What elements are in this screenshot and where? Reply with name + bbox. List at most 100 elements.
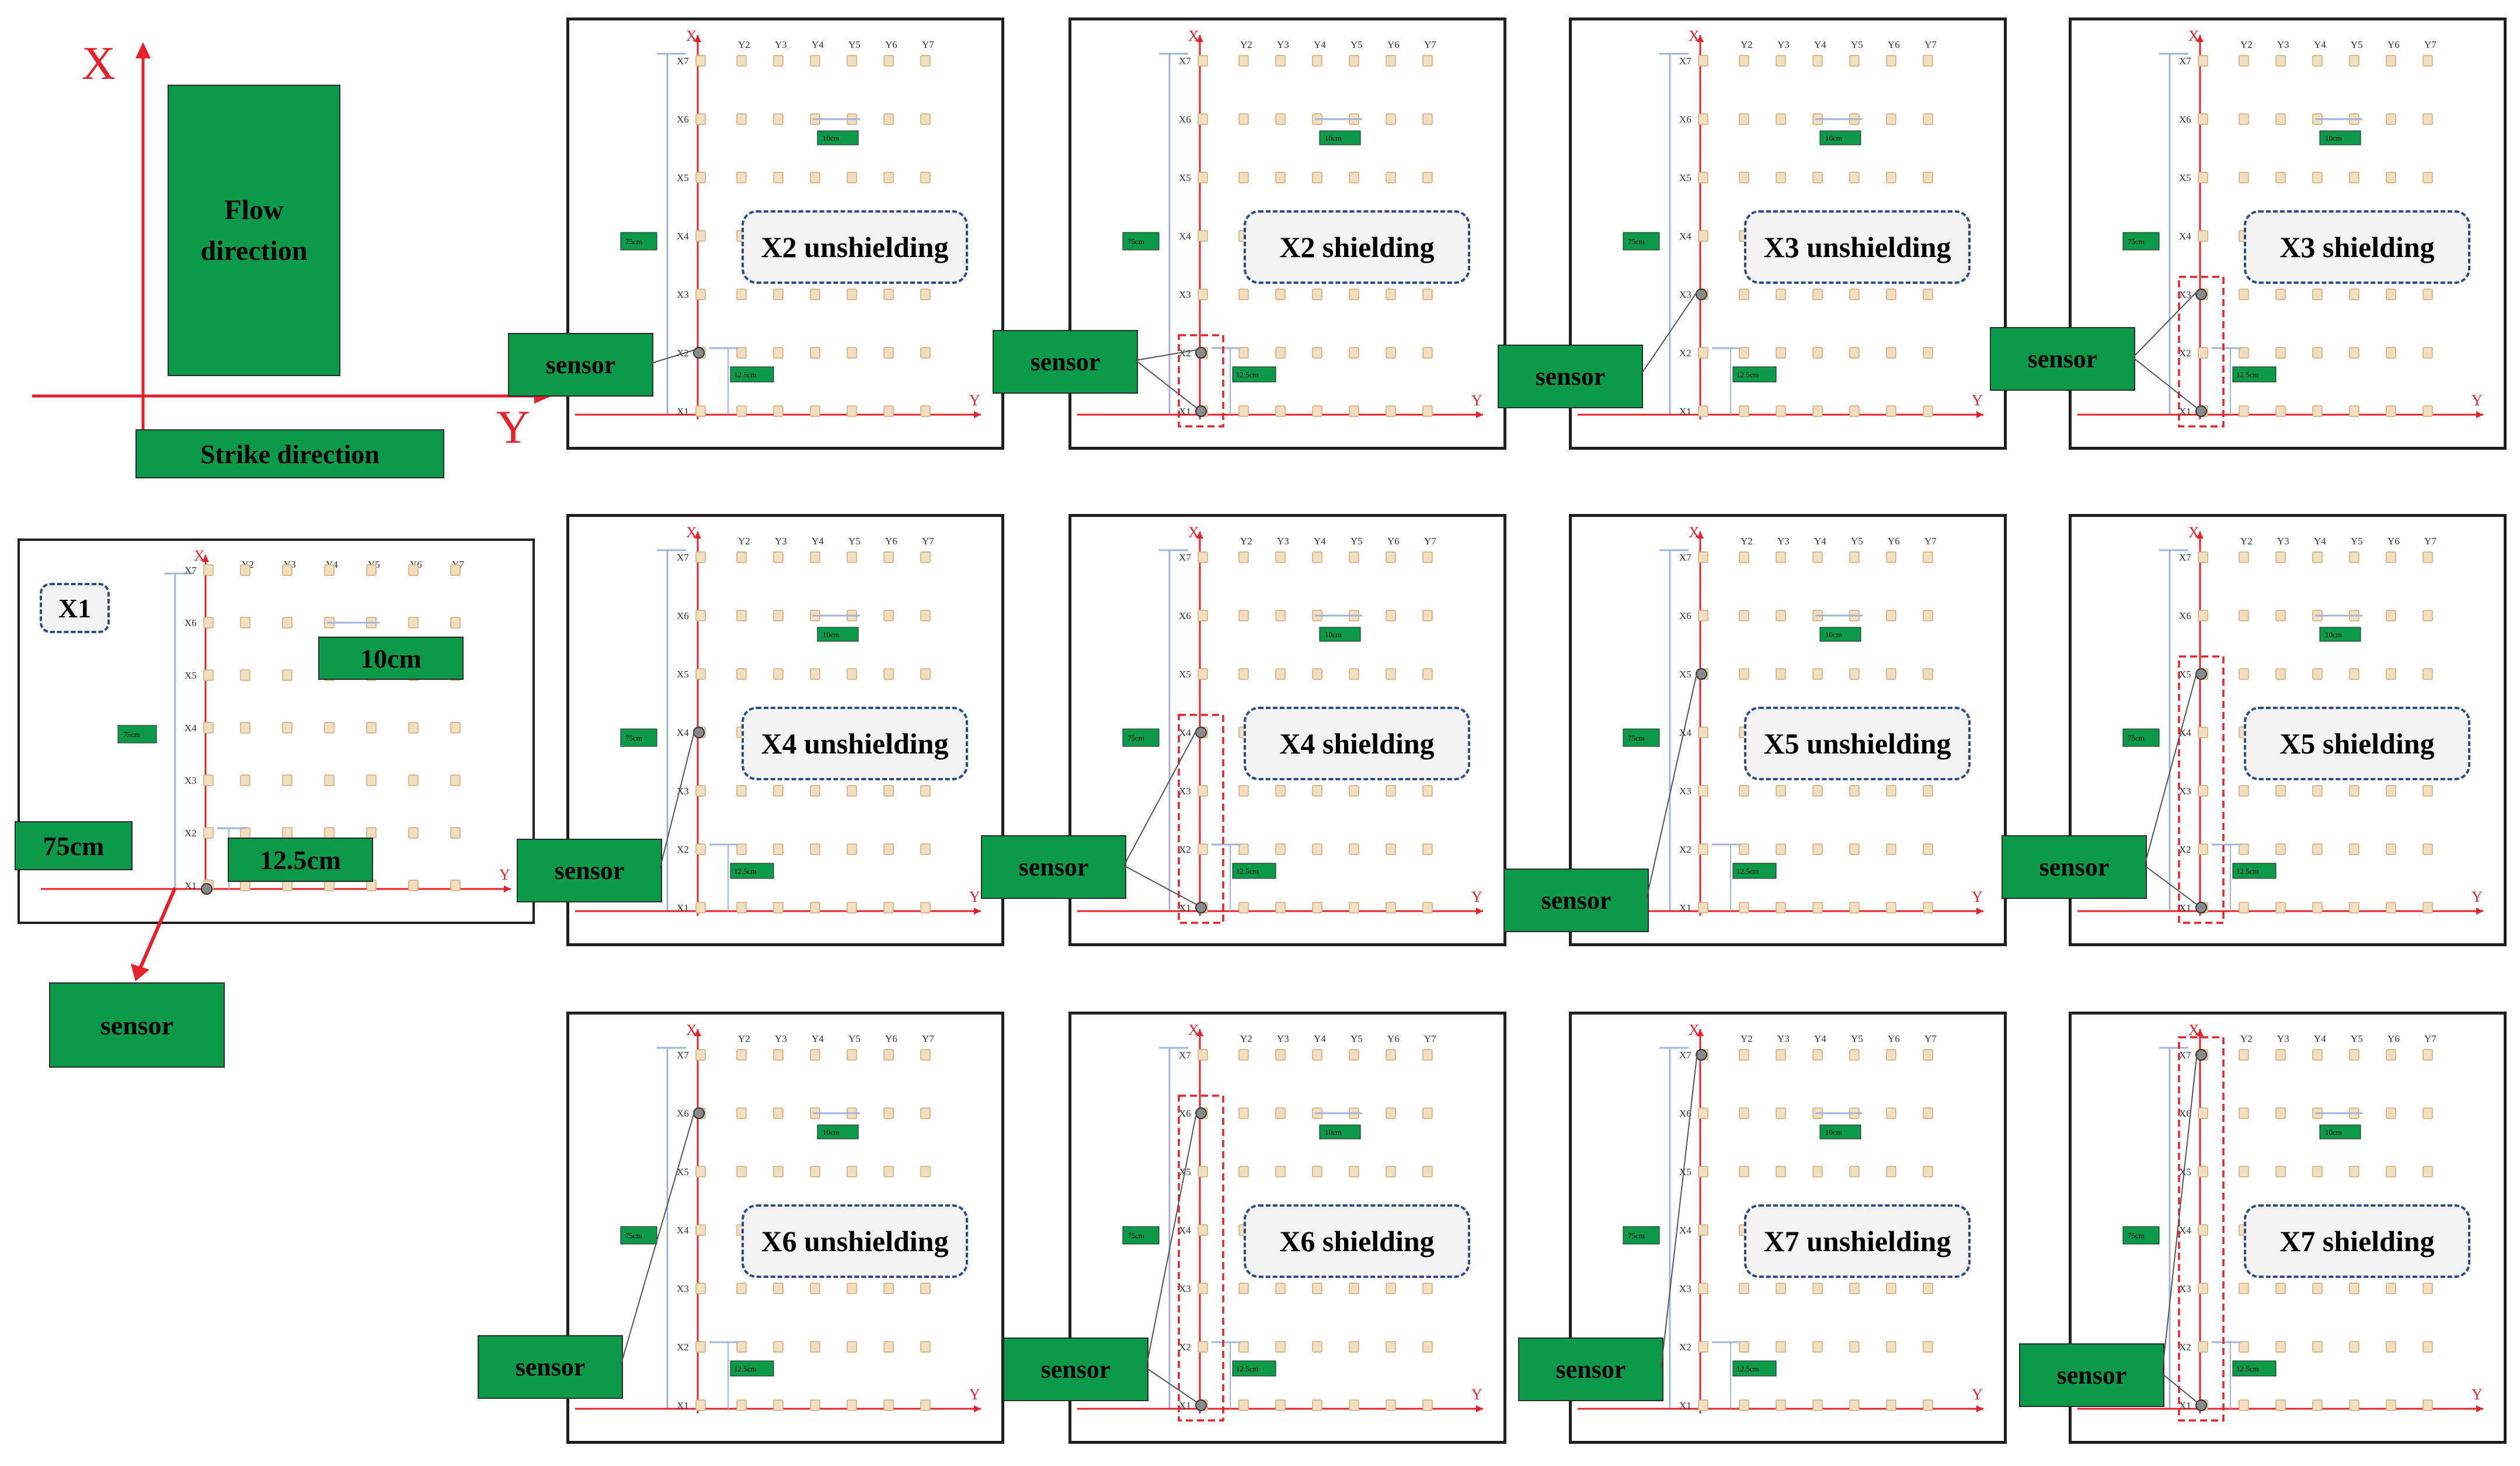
pile-stake (1198, 610, 1208, 621)
row-label: X2 (1179, 1342, 1191, 1353)
pile-stake (2198, 1283, 2208, 1294)
pile-stake (1422, 843, 1433, 855)
pile-stake (1198, 113, 1208, 125)
pile-stake (1198, 843, 1208, 855)
grid-y-label: Y (1471, 392, 1482, 409)
pile-stake (883, 113, 894, 125)
pile-stake (883, 55, 894, 67)
grid-y-label: Y (1471, 1386, 1482, 1403)
panel-title-text: X7 unshielding (1763, 1225, 1951, 1257)
pile-stake (2239, 289, 2249, 300)
tag-10cm (1319, 1124, 1361, 1140)
pile-stake (883, 1107, 894, 1119)
grid-x-arrowhead (1697, 531, 1704, 539)
pile-stake (2386, 1341, 2396, 1353)
column-label: Y4 (812, 1033, 824, 1044)
pile-stake (1812, 902, 1823, 913)
pile-stake (847, 347, 857, 359)
pile-stake (1923, 785, 1933, 797)
pile-stake (1386, 172, 1396, 183)
grid-x-arrowhead (1697, 1029, 1704, 1036)
row-label: X1 (677, 406, 689, 417)
grid-y-arrowhead (504, 885, 511, 892)
grid-x-arrowhead (694, 1029, 701, 1036)
tag-12-5cm (1232, 1360, 1276, 1377)
pile-stake (920, 113, 931, 125)
row-label: X3 (677, 1283, 689, 1294)
pile-stake (1886, 1107, 1896, 1119)
pile-stake (1198, 1049, 1208, 1061)
pile-stake (1698, 1166, 1708, 1177)
tag-75cm (2122, 1226, 2160, 1245)
pile-stake (1386, 668, 1396, 680)
grid-y-label: Y (499, 866, 510, 883)
pile-stake (2422, 1399, 2433, 1411)
grid-y-label: Y (1972, 888, 1983, 905)
pile-stake (1698, 230, 1708, 242)
panel-title: X5 shielding (2244, 707, 2470, 780)
pile-stake (736, 843, 747, 855)
grid-x-arrowhead (2197, 35, 2204, 42)
pile-stake (450, 722, 461, 734)
column-label: Y7 (1924, 536, 1937, 547)
row-label: X5 (1179, 669, 1191, 680)
pile-stake (2422, 347, 2433, 359)
pile-stake (1886, 1049, 1896, 1061)
pile-stake (1386, 1166, 1396, 1177)
row-label: X3 (2179, 786, 2191, 797)
pile-stake (2386, 610, 2396, 621)
pile-stake (2349, 1341, 2359, 1353)
pile-stake (883, 1341, 894, 1353)
column-label: Y2 (2240, 39, 2253, 50)
row-label: X3 (1179, 1283, 1191, 1294)
sensor-label-text: sensor (515, 1353, 586, 1381)
pile-stake (2386, 1166, 2396, 1177)
pile-stake (240, 722, 250, 734)
pile-stake (1238, 1166, 1249, 1177)
sensor-marker (2195, 289, 2207, 300)
row-label: X2 (185, 828, 197, 839)
tag-75cm-text: 75cm (625, 1231, 642, 1240)
pile-stake (2275, 172, 2286, 183)
row-label: X7 (677, 1050, 689, 1061)
pile-stake (1238, 843, 1249, 855)
pile-stake (2198, 230, 2208, 242)
pile-stake (1386, 347, 1396, 359)
grid-x-label: X (1188, 524, 1199, 541)
grid-x-arrowhead (1196, 1029, 1203, 1036)
row-label: X4 (677, 231, 689, 242)
row-label: X1 (2179, 902, 2191, 913)
tag-75cm-text: 75cm (1127, 1231, 1144, 1240)
pile-stake (1349, 1049, 1359, 1061)
column-label: Y5 (1351, 39, 1363, 50)
pile-stake (2349, 902, 2359, 913)
pile-stake (1886, 785, 1896, 797)
pile-stake (1776, 843, 1786, 855)
grid-y-arrowhead (2476, 1405, 2483, 1412)
pile-stake (2198, 727, 2208, 738)
tag-10cm-text: 10cm (1825, 1128, 1842, 1137)
row-label: X4 (1179, 727, 1191, 738)
tag-12-5cm-text: 12.5cm (2236, 1364, 2259, 1373)
column-label: Y3 (1777, 536, 1790, 547)
pile-stake (2422, 610, 2433, 621)
pile-stake (2422, 405, 2433, 417)
pile-stake (2312, 1166, 2323, 1177)
grid-y-arrowhead (974, 908, 981, 915)
pile-stake (1349, 172, 1359, 183)
pile-stake (695, 551, 706, 563)
tag-75cm-text: 75cm (1127, 237, 1144, 246)
pile-stake (2386, 172, 2396, 183)
panel-title-text: X6 shielding (1279, 1225, 1435, 1257)
pile-stake (240, 564, 250, 576)
sensor-marker (1696, 1049, 1707, 1061)
example-sensor-label: sensor (49, 982, 225, 1068)
sensor-marker (693, 347, 705, 359)
grid-x-label: X (1188, 27, 1199, 44)
strike-direction-label: Strike direction (200, 439, 380, 469)
row-label: X6 (677, 114, 689, 125)
row-label: X1 (1679, 1400, 1691, 1411)
sensor-label: sensor (508, 333, 653, 397)
example-75cm-label: 75cm (15, 821, 133, 870)
pile-stake (1312, 902, 1322, 913)
